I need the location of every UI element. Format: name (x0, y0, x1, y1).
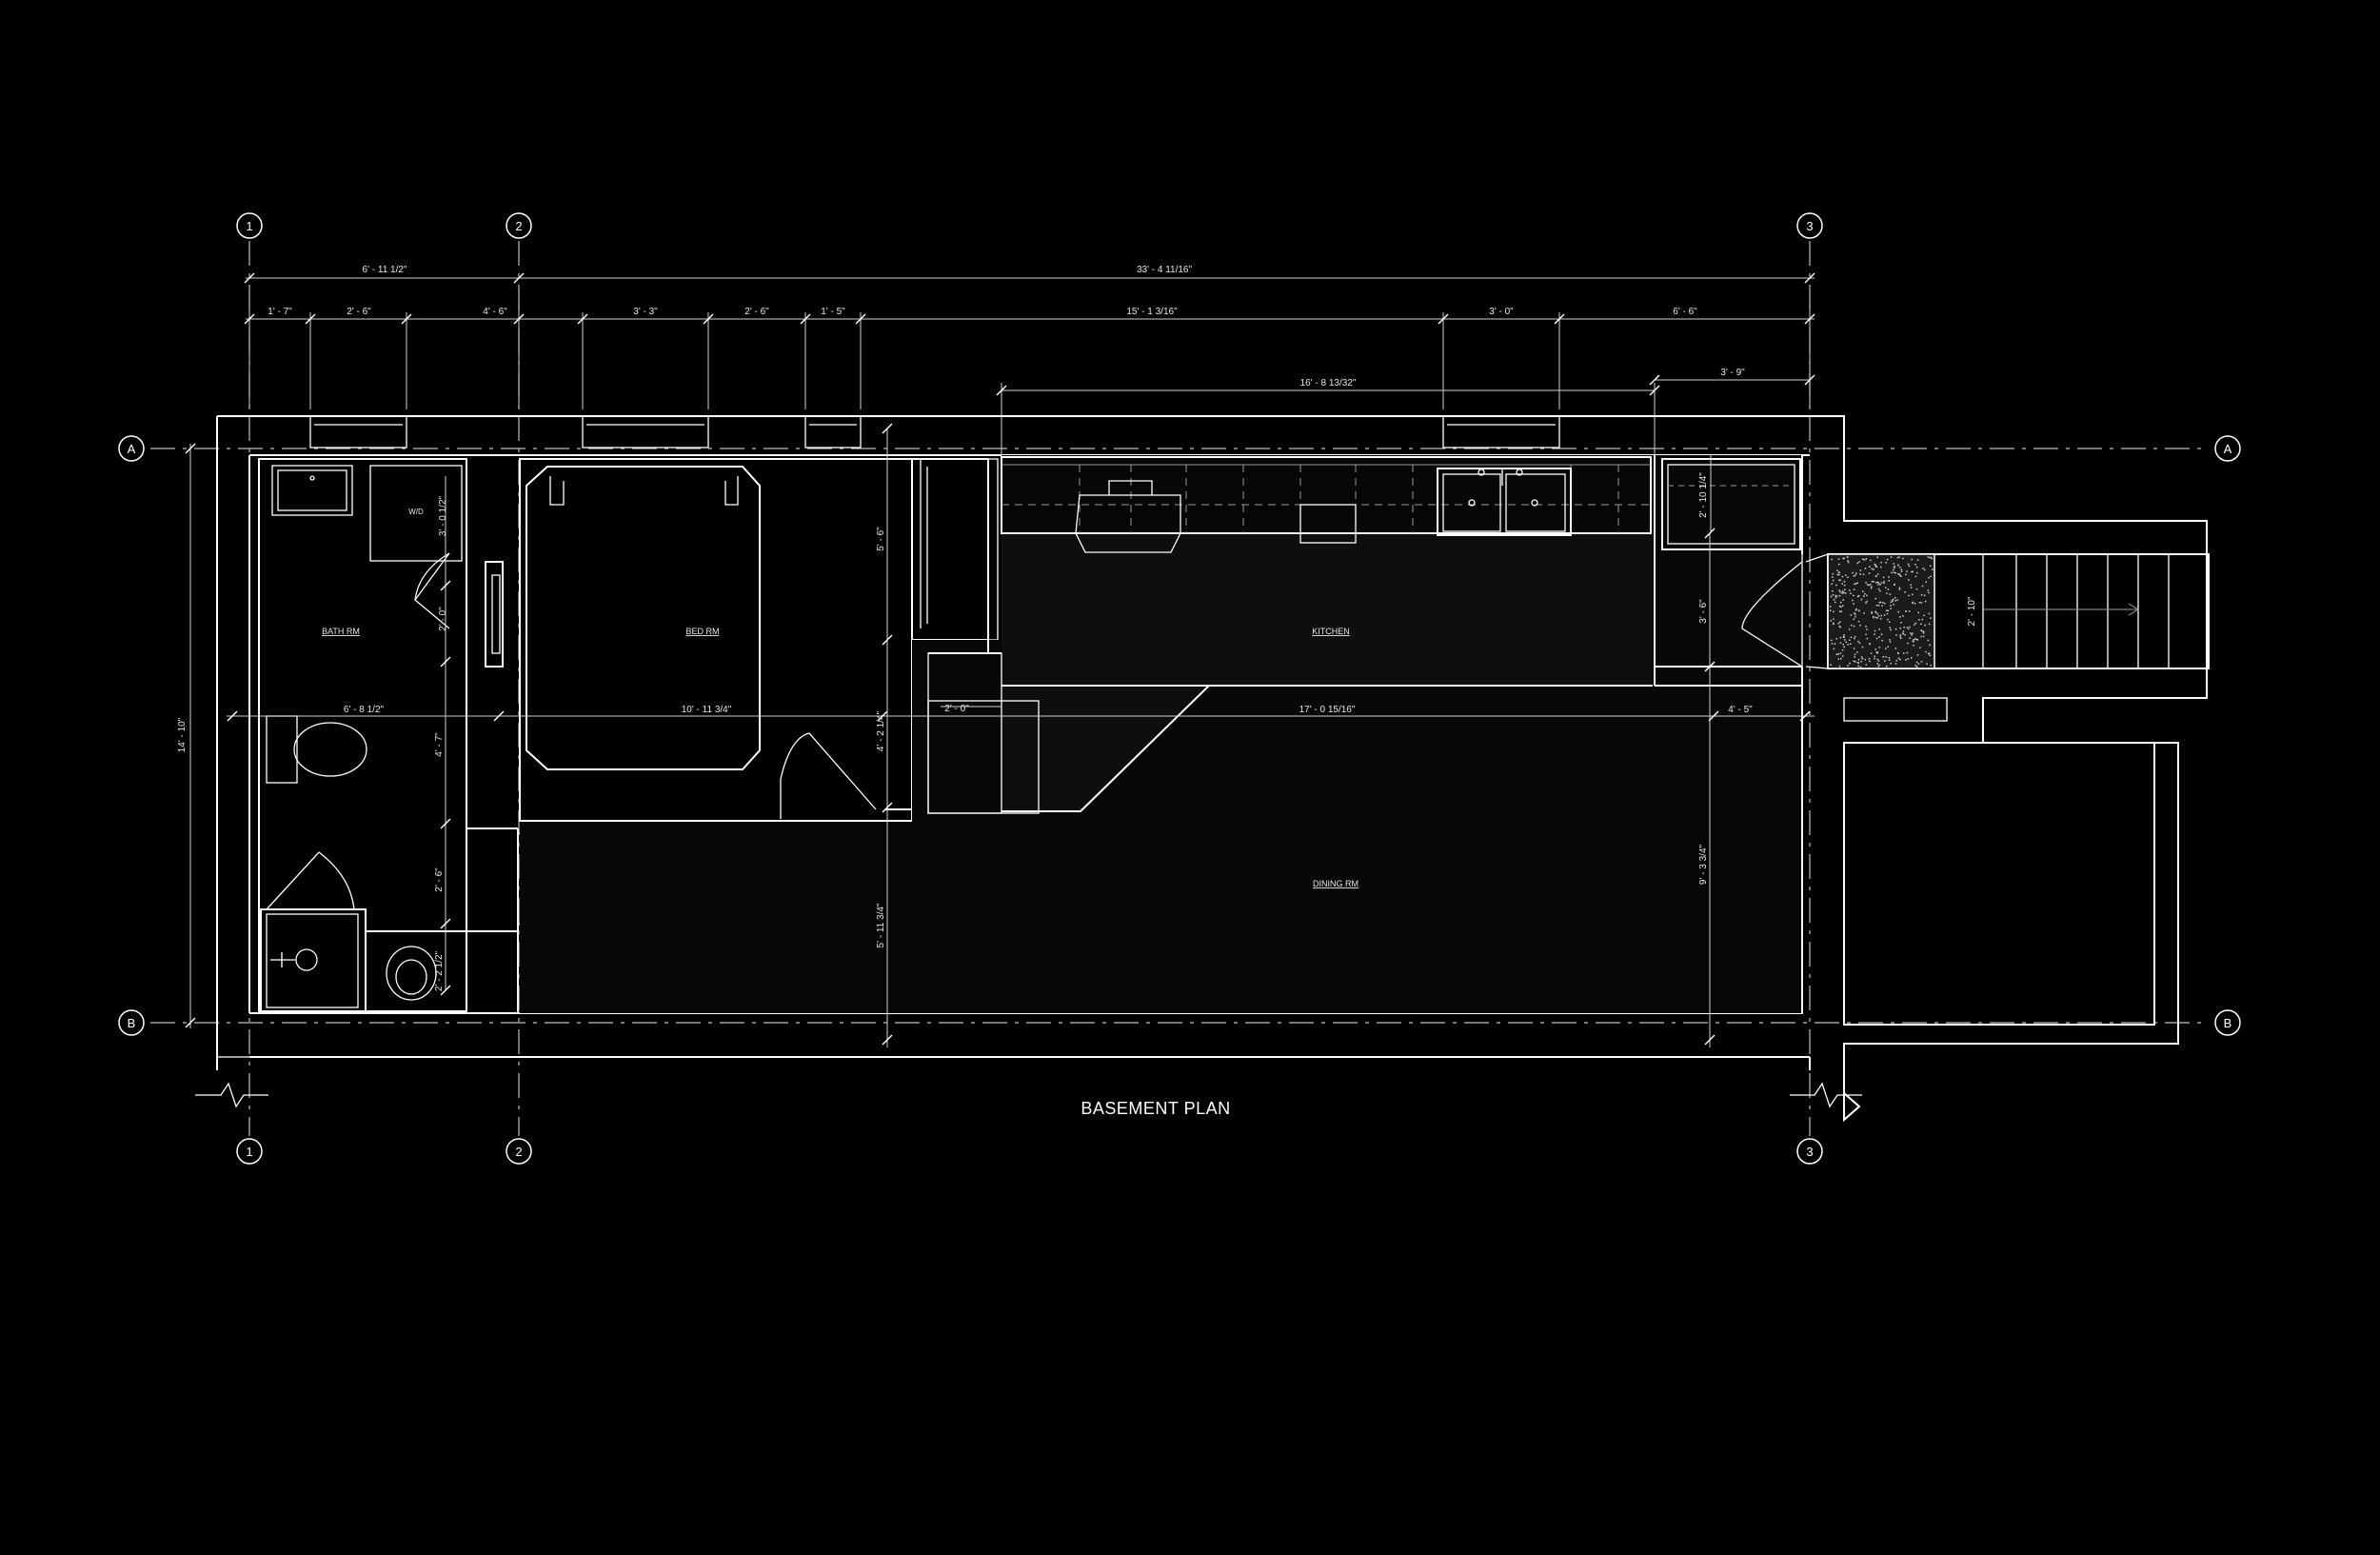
svg-text:1: 1 (246, 1145, 252, 1159)
svg-text:B: B (2224, 1016, 2232, 1030)
grid-bubble-col1-bottom: 1 (236, 1138, 263, 1165)
room-labels: BATH RM BED RM KITCHEN DINING RM W/D (322, 508, 1359, 888)
svg-text:3' - 9": 3' - 9" (1720, 368, 1745, 378)
grid-bubble-col3-top: 3 (1796, 212, 1823, 239)
plan-title: BASEMENT PLAN (1081, 1099, 1230, 1118)
svg-text:3: 3 (1806, 1145, 1813, 1159)
svg-text:2' - 10": 2' - 10" (1967, 596, 1977, 626)
svg-text:10' - 11 3/4": 10' - 11 3/4" (682, 705, 732, 715)
svg-text:B: B (128, 1016, 136, 1030)
svg-text:15' - 1 3/16": 15' - 1 3/16" (1126, 307, 1178, 317)
svg-text:2' - 0": 2' - 0" (438, 607, 448, 631)
svg-text:3' - 0 1/2": 3' - 0 1/2" (438, 495, 448, 536)
svg-text:2' - 0": 2' - 0" (944, 704, 969, 714)
svg-text:6' - 11 1/2": 6' - 11 1/2" (363, 265, 407, 275)
hallway-lines (520, 640, 1040, 822)
bath-room-label: BATH RM (322, 627, 360, 636)
svg-text:5' - 11 3/4": 5' - 11 3/4" (876, 903, 886, 947)
svg-text:3' - 0": 3' - 0" (1489, 307, 1514, 317)
svg-text:3' - 6": 3' - 6" (1698, 599, 1709, 624)
svg-text:16' - 8 13/32": 16' - 8 13/32" (1300, 378, 1357, 389)
dining-room-label: DINING RM (1313, 879, 1359, 888)
svg-text:4' - 7": 4' - 7" (434, 732, 445, 757)
top-dimension-strings (244, 272, 1815, 476)
svg-text:1' - 5": 1' - 5" (821, 307, 845, 317)
svg-text:2: 2 (515, 1145, 522, 1159)
grid-bubble-col1-top: 1 (236, 212, 263, 239)
svg-text:4' - 2 1/4": 4' - 2 1/4" (876, 710, 886, 751)
svg-text:1' - 7": 1' - 7" (268, 307, 292, 317)
washer-dryer-label: W/D (408, 508, 424, 516)
top-dimension-labels: 6' - 11 1/2" 33' - 4 11/16" 1' - 7" 2' -… (268, 265, 1745, 389)
svg-text:6' - 6": 6' - 6" (1673, 307, 1697, 317)
svg-text:2' - 6": 2' - 6" (347, 307, 371, 317)
svg-text:A: A (2224, 442, 2232, 456)
stair-door (1741, 554, 1803, 668)
kitchen-peninsula (1002, 685, 1653, 812)
grid-bubble-col2-top: 2 (506, 212, 532, 239)
kitchen-cabinets (1001, 455, 1802, 687)
svg-text:9' - 3 3/4": 9' - 3 3/4" (1698, 844, 1709, 885)
svg-text:4' - 5": 4' - 5" (1728, 705, 1753, 715)
svg-text:3: 3 (1806, 219, 1813, 233)
grid-bubble-rowB-right: B (2214, 1009, 2241, 1036)
svg-text:2' - 6": 2' - 6" (434, 867, 445, 892)
windows (309, 415, 1560, 449)
svg-text:3' - 3": 3' - 3" (633, 307, 658, 317)
grid-bubble-rowB-left: B (118, 1009, 145, 1036)
vertical-dimension-labels: 3' - 0 1/2" 2' - 0" 4' - 7" 2' - 6" 2' -… (434, 472, 1977, 991)
svg-text:2' - 10 1/4": 2' - 10 1/4" (1698, 472, 1709, 518)
svg-text:5' - 6": 5' - 6" (876, 527, 886, 551)
vertical-dimensions (882, 423, 1716, 1047)
svg-text:2: 2 (515, 219, 522, 233)
kitchen-label: KITCHEN (1312, 627, 1350, 636)
svg-text:17' - 0 15/16": 17' - 0 15/16" (1299, 705, 1356, 715)
grid-bubble-rowA-right: A (2214, 435, 2241, 462)
svg-text:1: 1 (246, 219, 252, 233)
kitchen-dining-floor (520, 455, 1801, 1013)
svg-text:33' - 4 11/16": 33' - 4 11/16" (1137, 265, 1193, 275)
middle-dimension-string (227, 706, 1815, 722)
bed-room-label: BED RM (685, 627, 719, 636)
svg-text:A: A (128, 442, 136, 456)
middle-dimension-labels: 6' - 8 1/2" 10' - 11 3/4" 17' - 0 15/16"… (344, 704, 1753, 715)
svg-text:2' - 6": 2' - 6" (744, 307, 769, 317)
svg-text:2' - 2 1/2": 2' - 2 1/2" (434, 950, 445, 991)
left-overall-dimension: 14' - 10" (177, 443, 196, 1028)
svg-text:14' - 10": 14' - 10" (177, 717, 188, 752)
exterior-stair (1805, 553, 2210, 669)
grid-bubble-rowA-left: A (118, 435, 145, 462)
grid-bubble-col2-bottom: 2 (506, 1138, 532, 1165)
grid-bubble-col3-bottom: 3 (1796, 1138, 1823, 1165)
svg-text:4' - 6": 4' - 6" (483, 307, 507, 317)
svg-text:6' - 8 1/2": 6' - 8 1/2" (344, 705, 385, 715)
